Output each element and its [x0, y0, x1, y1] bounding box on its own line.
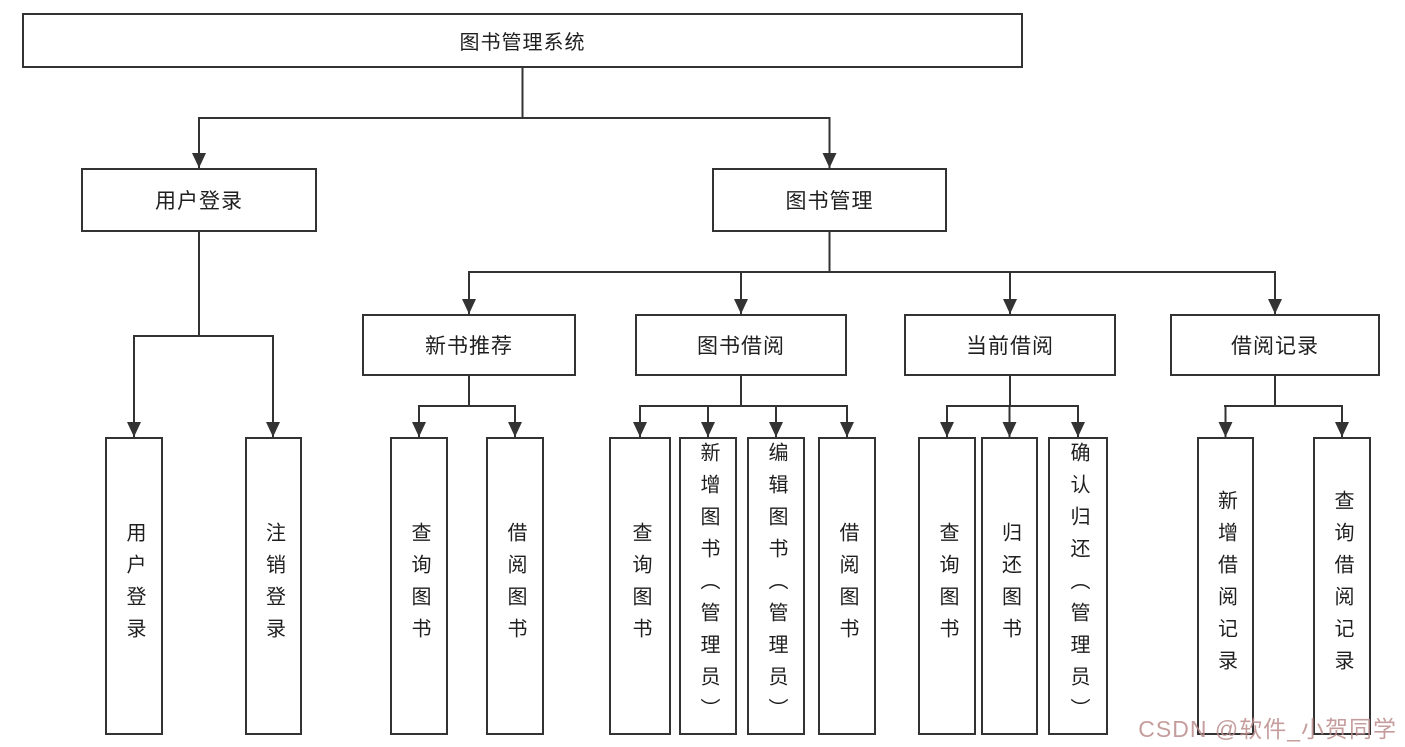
leaf-query-books-borrow: 查询图书 [609, 437, 671, 735]
leaf-logout: 注销登录 [245, 437, 302, 735]
leaf-label: 新增借阅记录 [1214, 490, 1237, 682]
leaf-label: 查询图书 [629, 522, 651, 650]
leaf-query-books-recommend: 查询图书 [390, 437, 448, 735]
node-new-book-recommend: 新书推荐 [362, 314, 576, 376]
leaf-label: 确认归还（管理员） [1067, 442, 1089, 730]
node-label: 图书借阅 [697, 335, 785, 358]
leaf-return-book: 归还图书 [981, 437, 1038, 735]
leaf-label: 查询图书 [408, 522, 430, 650]
node-label: 新书推荐 [425, 335, 513, 358]
leaf-query-books-current: 查询图书 [918, 437, 976, 735]
node-label: 图书管理 [785, 190, 874, 213]
leaf-label: 编辑图书（管理员） [765, 442, 787, 730]
leaf-query-borrow-record: 查询借阅记录 [1313, 437, 1371, 735]
node-label: 借阅记录 [1231, 335, 1319, 358]
leaf-add-borrow-record: 新增借阅记录 [1197, 437, 1254, 735]
leaf-label: 查询借阅记录 [1331, 490, 1353, 682]
leaf-label: 归还图书 [998, 522, 1021, 650]
node-current-borrow: 当前借阅 [904, 314, 1116, 376]
leaf-label: 用户登录 [123, 522, 145, 650]
leaf-label: 新增图书（管理员） [697, 442, 719, 730]
leaf-confirm-return-admin: 确认归还（管理员） [1048, 437, 1108, 735]
leaf-label: 注销登录 [262, 522, 285, 650]
leaf-label: 借阅图书 [836, 522, 858, 650]
node-borrow-records: 借阅记录 [1170, 314, 1380, 376]
leaf-user-login: 用户登录 [105, 437, 163, 735]
leaf-add-book-admin: 新增图书（管理员） [679, 437, 737, 735]
node-book-borrow: 图书借阅 [635, 314, 847, 376]
node-label: 图书管理系统 [459, 32, 586, 54]
node-library-management-system: 图书管理系统 [22, 13, 1023, 68]
leaf-borrow-books: 借阅图书 [818, 437, 876, 735]
node-label: 当前借阅 [966, 335, 1054, 358]
leaf-edit-book-admin: 编辑图书（管理员） [747, 437, 805, 735]
leaf-label: 查询图书 [936, 522, 958, 650]
node-label: 用户登录 [155, 190, 243, 213]
leaf-borrow-books-recommend: 借阅图书 [486, 437, 544, 735]
node-book-management: 图书管理 [712, 168, 947, 232]
leaf-label: 借阅图书 [504, 522, 526, 650]
node-user-login: 用户登录 [81, 168, 317, 232]
